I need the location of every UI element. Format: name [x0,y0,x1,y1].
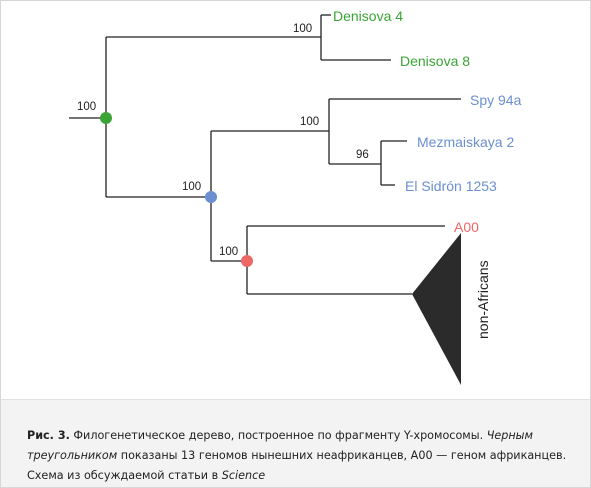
label-a00: A00 [454,219,479,235]
caption-italic-1: Черным треугольником [27,429,533,462]
caption-label: Рис. 3. [27,429,70,442]
label-non-africans: non-Africans [475,260,491,339]
figure-caption: Рис. 3. Филогенетическое дерево, построе… [1,399,590,487]
support-nean-modern: 100 [182,181,201,193]
non-africans-triangle [412,233,461,385]
support-mez-sidron: 96 [356,149,369,161]
modern-node-marker [241,255,253,267]
caption-source-link: Science [221,469,266,482]
support-denisova-clade: 100 [293,23,312,35]
support-values: 100 100 100 100 96 100 [77,23,369,258]
support-neanderthal-clade: 100 [300,116,319,128]
root-node-marker [100,112,112,124]
label-denisova8: Denisova 8 [400,53,470,69]
label-elsidron1253: El Sidrón 1253 [405,178,497,194]
support-modern-clade: 100 [219,246,238,258]
nean-modern-node-marker [205,191,217,203]
label-mezmaiskaya2: Mezmaiskaya 2 [417,134,514,150]
caption-text-1: Филогенетическое дерево, построенное по … [69,429,487,442]
label-denisova4: Denisova 4 [333,8,403,24]
support-root: 100 [77,101,96,113]
taxon-labels: Denisova 4 Denisova 8 Spy 94a Mezmaiskay… [333,8,522,235]
tree-branches [69,14,461,295]
label-spy94a: Spy 94a [470,92,522,108]
figure-area: 100 100 100 100 96 100 Denisova 4 Deniso… [1,1,590,399]
caption-text-2: показаны 13 геномов нынешних неафриканце… [27,449,567,482]
phylogenetic-tree: 100 100 100 100 96 100 Denisova 4 Deniso… [69,8,522,385]
